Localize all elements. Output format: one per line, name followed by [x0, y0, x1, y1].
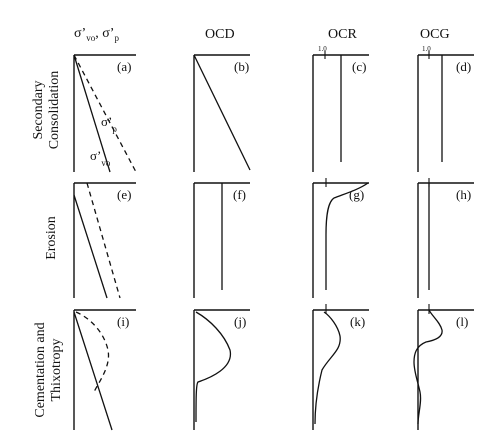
ocg-scale-mark: 1.0 — [422, 45, 431, 53]
sigma-p-label: σ’p — [101, 114, 117, 134]
panel-a: σ’p σ’vo (a) — [73, 54, 137, 173]
ocr-scale-mark: 1.0 — [318, 45, 327, 53]
svg-text:Cementation and: Cementation and — [33, 322, 48, 417]
panel-label: (j) — [234, 314, 246, 329]
sigma-vo-line — [73, 194, 108, 299]
panel-j: (j) — [193, 309, 250, 430]
panel-label: (d) — [456, 59, 471, 74]
panel-label: (a) — [117, 59, 131, 74]
ocr-column-header: OCR — [328, 27, 357, 42]
sigma-vo-line — [73, 311, 113, 431]
panel-h: (h) — [417, 178, 474, 298]
svg-text:Erosion: Erosion — [44, 216, 59, 260]
sigma-p-line — [73, 54, 137, 173]
panel-label: (k) — [350, 314, 365, 329]
panel-label: (g) — [349, 187, 364, 202]
panel-label: (c) — [352, 59, 366, 74]
ocd-curve — [195, 311, 231, 423]
panel-label: (e) — [117, 187, 131, 202]
panel-k: (k) — [312, 304, 369, 430]
svg-text:Consolidation: Consolidation — [47, 71, 62, 150]
ocd-column-header: OCD — [205, 27, 235, 42]
sigma-p-line — [86, 182, 121, 299]
panel-l: (l) — [413, 304, 474, 430]
ocg-curve — [413, 309, 443, 425]
panel-i: (i) — [73, 309, 136, 431]
panel-c: 1.0 (c) — [312, 45, 369, 172]
panel-label: (l) — [456, 314, 468, 329]
svg-text:Thixotropy: Thixotropy — [49, 339, 64, 402]
row-label-erosion: Erosion — [44, 216, 59, 260]
panel-e: (e) — [73, 182, 136, 299]
ocg-column-header: OCG — [420, 27, 450, 42]
panel-d: 1.0 (d) — [417, 45, 474, 172]
panel-f: (f) — [193, 182, 250, 298]
row-label-secondary-consolidation: Secondary Consolidation — [31, 71, 62, 150]
panel-label: (b) — [234, 59, 249, 74]
panel-g: (g) — [312, 178, 369, 298]
panel-label: (f) — [233, 187, 246, 202]
sigma-vo-label: σ’vo — [90, 148, 111, 168]
svg-text:Secondary: Secondary — [31, 80, 46, 139]
panel-b: (b) — [193, 54, 251, 172]
panel-label: (i) — [117, 314, 129, 329]
sigma-vo-line — [73, 54, 111, 173]
ocd-line — [193, 54, 251, 171]
ocr-curve — [325, 182, 369, 290]
sigma-p-curve — [75, 311, 110, 393]
ocr-curve — [314, 311, 341, 425]
panel-label: (h) — [456, 187, 471, 202]
stress-column-header: σ’vo, σ’p — [74, 26, 119, 43]
row-label-cementation-thixotropy: Cementation and Thixotropy — [33, 322, 64, 417]
